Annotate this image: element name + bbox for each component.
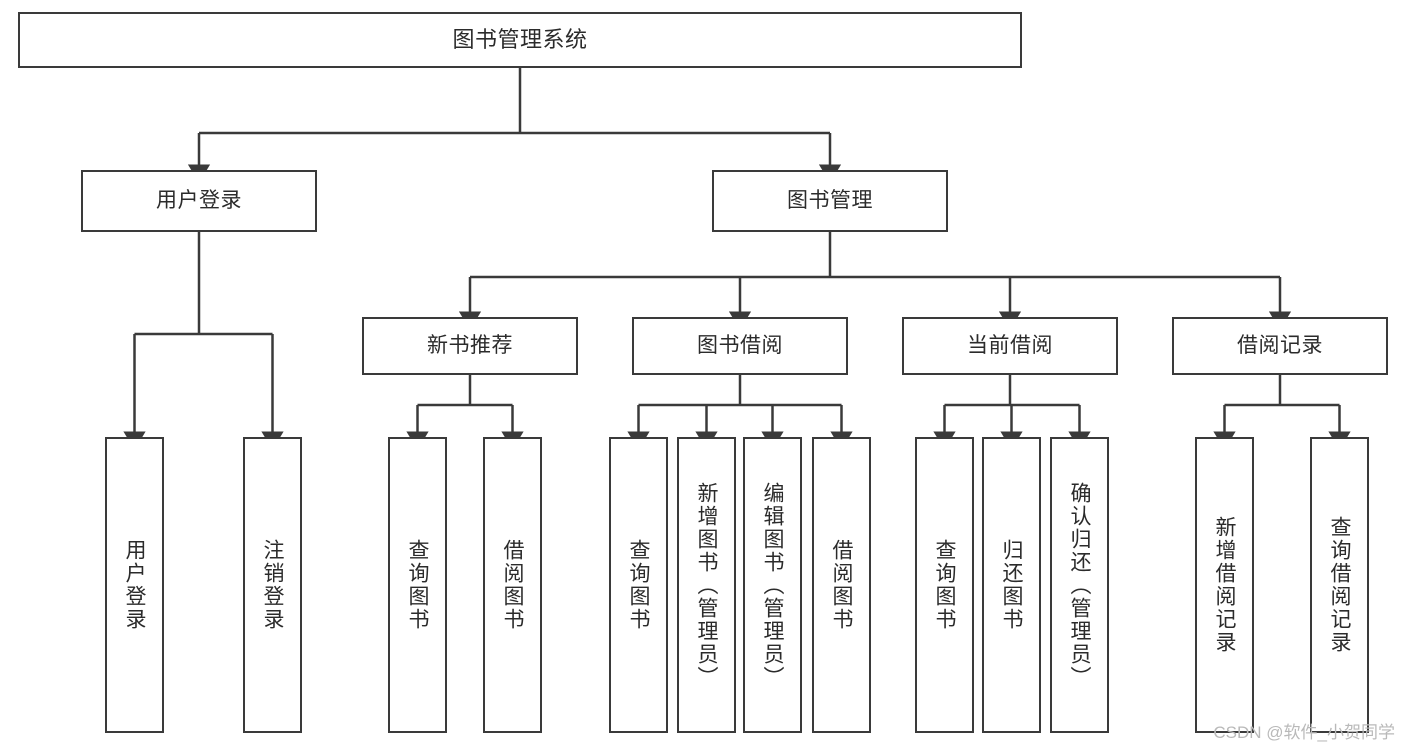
node-label: 查询图书 xyxy=(627,539,650,631)
node-leaf-query-book[interactable]: 查询图书 xyxy=(609,437,668,733)
node-label: 查询借阅记录 xyxy=(1328,516,1351,654)
node-label: 查询图书 xyxy=(406,539,429,631)
node-leaf-add-record[interactable]: 新增借阅记录 xyxy=(1195,437,1254,733)
node-root[interactable]: 图书管理系统 xyxy=(18,12,1022,68)
node-label: 新增图书（管理员） xyxy=(695,481,718,689)
node-book-manage[interactable]: 图书管理 xyxy=(712,170,948,232)
watermark: CSDN @软件_小贺同学 xyxy=(1213,723,1395,742)
node-label: 借阅记录 xyxy=(1237,333,1323,357)
node-label: 编辑图书（管理员） xyxy=(761,481,784,689)
node-current-borrow[interactable]: 当前借阅 xyxy=(902,317,1118,375)
node-leaf-query-book-cur[interactable]: 查询图书 xyxy=(915,437,974,733)
node-leaf-query-record[interactable]: 查询借阅记录 xyxy=(1310,437,1369,733)
node-label: 借阅图书 xyxy=(501,539,524,631)
node-leaf-return-book[interactable]: 归还图书 xyxy=(982,437,1041,733)
node-leaf-logout[interactable]: 注销登录 xyxy=(243,437,302,733)
node-label: 借阅图书 xyxy=(830,539,853,631)
node-label: 图书管理 xyxy=(787,188,873,212)
node-user-login[interactable]: 用户登录 xyxy=(81,170,317,232)
node-leaf-add-book[interactable]: 新增图书（管理员） xyxy=(677,437,736,733)
node-leaf-query-book-rec[interactable]: 查询图书 xyxy=(388,437,447,733)
node-label: 新增借阅记录 xyxy=(1213,516,1236,654)
node-label: 用户登录 xyxy=(156,188,242,212)
node-label: 新书推荐 xyxy=(427,333,513,357)
node-label: 用户登录 xyxy=(123,539,146,631)
node-leaf-borrow-book-rec[interactable]: 借阅图书 xyxy=(483,437,542,733)
node-leaf-edit-book[interactable]: 编辑图书（管理员） xyxy=(743,437,802,733)
node-borrow-record[interactable]: 借阅记录 xyxy=(1172,317,1388,375)
node-label: 确认归还（管理员） xyxy=(1068,481,1091,689)
node-label: 归还图书 xyxy=(1000,539,1023,631)
node-leaf-confirm-return[interactable]: 确认归还（管理员） xyxy=(1050,437,1109,733)
node-label: 注销登录 xyxy=(261,539,284,631)
node-leaf-borrow-book[interactable]: 借阅图书 xyxy=(812,437,871,733)
node-leaf-user-login[interactable]: 用户登录 xyxy=(105,437,164,733)
node-book-borrow[interactable]: 图书借阅 xyxy=(632,317,848,375)
node-label: 图书借阅 xyxy=(697,333,783,357)
node-label: 图书管理系统 xyxy=(452,27,588,53)
node-label: 当前借阅 xyxy=(967,333,1053,357)
node-new-book-rec[interactable]: 新书推荐 xyxy=(362,317,578,375)
node-label: 查询图书 xyxy=(933,539,956,631)
